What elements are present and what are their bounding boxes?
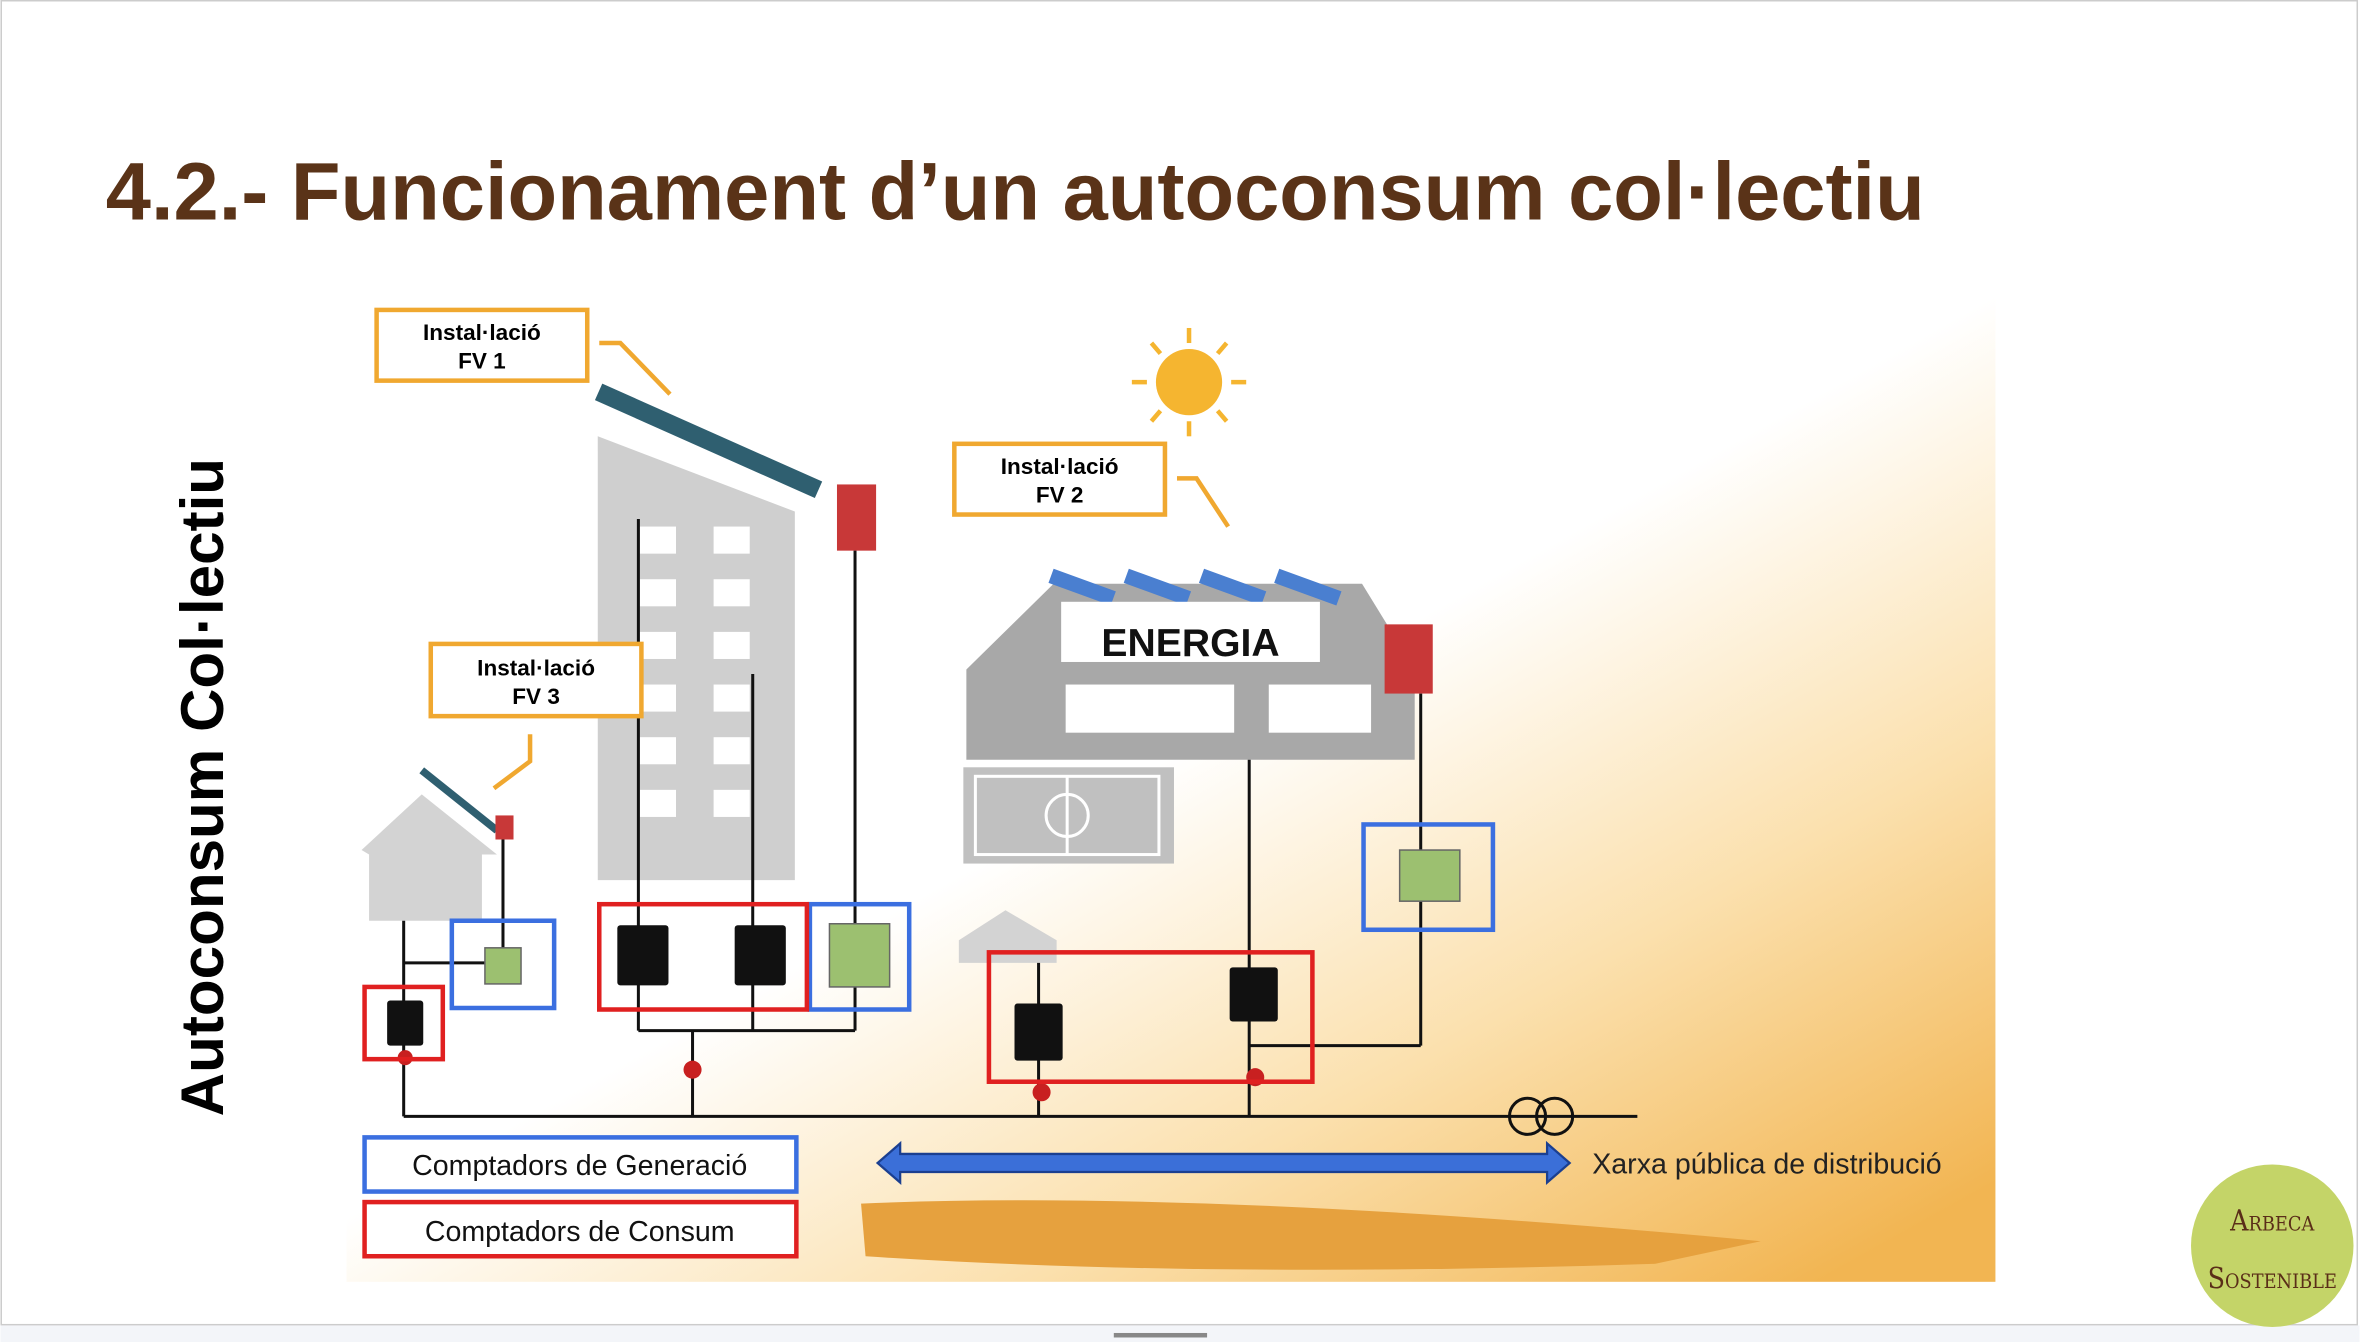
- svg-text:FV 1: FV 1: [458, 349, 506, 374]
- vertical-title: Autoconsum Col·lectiu: [169, 458, 236, 1116]
- label-fv1: Instal·lació FV 1: [374, 307, 672, 396]
- label-fv3: Instal·lació FV 3: [428, 641, 644, 791]
- svg-text:FV 2: FV 2: [1036, 482, 1084, 507]
- sun-icon: [1131, 327, 1247, 437]
- logo: Arbeca Sostenible: [2191, 1164, 2354, 1327]
- brush-stroke: [861, 1200, 1761, 1270]
- apartment-building: [594, 383, 877, 881]
- svg-text:Sostenible: Sostenible: [2208, 1261, 2337, 1295]
- label-fv2: Instal·lació FV 2: [952, 441, 1231, 528]
- generation-meter: [484, 849, 1461, 988]
- legend-generation: Comptadors de Generació: [362, 1135, 799, 1194]
- factory: ENERGIA: [958, 568, 1433, 963]
- consumption-meter: [387, 925, 1278, 1061]
- house: [361, 767, 514, 921]
- inverter-icon: [1384, 624, 1433, 694]
- svg-text:Instal·lació: Instal·lació: [477, 656, 595, 681]
- svg-text:Comptadors de Generació: Comptadors de Generació: [412, 1150, 747, 1182]
- legend-consumption: Comptadors de Consum: [362, 1199, 799, 1259]
- page-title: 4.2.- Funcionament d’un autoconsum col·l…: [106, 147, 1925, 238]
- svg-text:Instal·lació: Instal·lació: [423, 320, 541, 345]
- football-field: [963, 767, 1174, 864]
- grid-label: Xarxa pública de distribució: [1592, 1148, 1941, 1180]
- svg-text:FV 3: FV 3: [512, 684, 560, 709]
- svg-text:Arbeca: Arbeca: [2229, 1204, 2315, 1238]
- svg-text:Instal·lació: Instal·lació: [1001, 454, 1119, 479]
- diagram: ENERGIA: [346, 297, 1996, 1282]
- svg-text:Comptadors de Consum: Comptadors de Consum: [425, 1216, 735, 1248]
- double-arrow-icon: [875, 1140, 1572, 1185]
- inverter-icon: [836, 484, 877, 551]
- scroll-indicator[interactable]: [1113, 1332, 1208, 1338]
- factory-sign: ENERGIA: [1101, 622, 1279, 665]
